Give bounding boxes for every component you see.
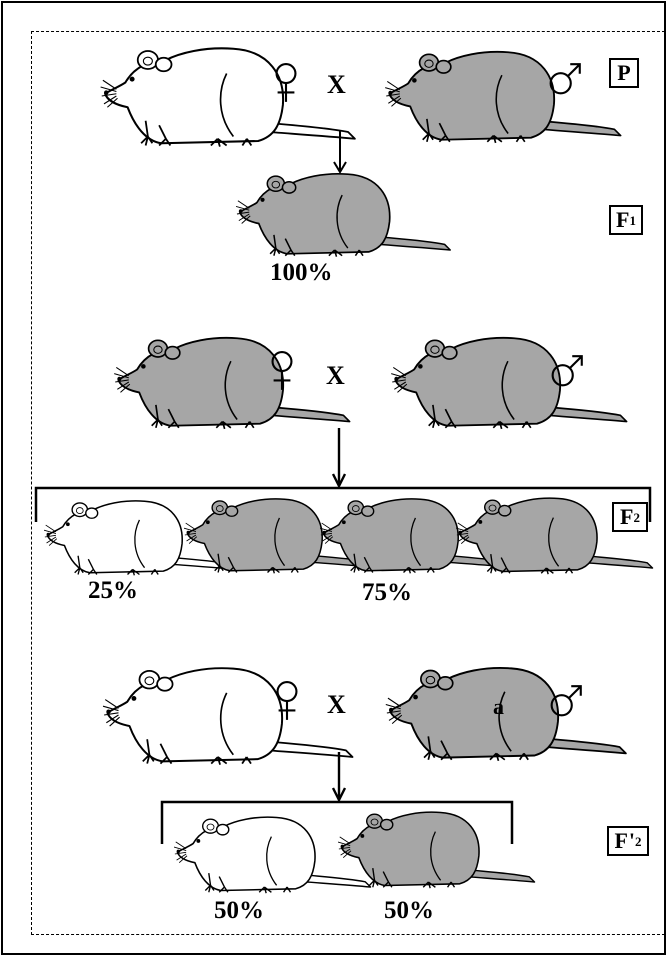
bc-male-mark: a	[493, 696, 504, 718]
generation-f2b-text: F	[614, 830, 627, 852]
f1-female-mouse-icon	[104, 332, 364, 432]
f1-percent: 100%	[270, 260, 333, 285]
bc-female-mouse-icon	[100, 662, 360, 768]
f2-percent-grey: 75%	[362, 580, 412, 605]
p-male-mouse-icon	[375, 46, 635, 146]
p-male-symbol-icon	[548, 60, 584, 96]
generation-p-text: P	[617, 62, 630, 84]
generation-f1-text: F	[616, 209, 629, 231]
generation-f1-sub: 1	[629, 214, 636, 227]
f1-male-mouse-icon	[381, 332, 641, 432]
f2-percent-white: 25%	[88, 578, 138, 603]
f2b-percent-white: 50%	[214, 898, 264, 923]
bc-female-symbol-icon	[274, 680, 300, 722]
f2-grey-mouse-icon-3	[456, 492, 656, 578]
bc-cross-sign: X	[327, 692, 346, 718]
arrow-f1-to-f2	[331, 428, 347, 488]
f2b-grey-mouse-icon	[338, 806, 538, 892]
p-female-mouse-icon	[100, 42, 360, 150]
generation-label-f2-prime: F'2	[607, 826, 649, 856]
arrow-bc-to-f2b	[331, 752, 347, 802]
f1-male-symbol-icon	[550, 352, 586, 388]
p-cross-sign: X	[327, 72, 346, 98]
generation-label-p: P	[609, 58, 639, 88]
f1-cross-sign: X	[326, 363, 345, 389]
p-female-symbol-icon	[273, 62, 299, 104]
bc-male-symbol-icon	[549, 682, 585, 718]
f1-female-symbol-icon	[269, 350, 295, 392]
bc-male-mouse-icon	[378, 662, 638, 764]
generation-f2b-sub: 2	[635, 835, 642, 848]
f1-offspring-mouse-icon	[236, 168, 454, 260]
f2b-percent-grey: 50%	[384, 898, 434, 923]
